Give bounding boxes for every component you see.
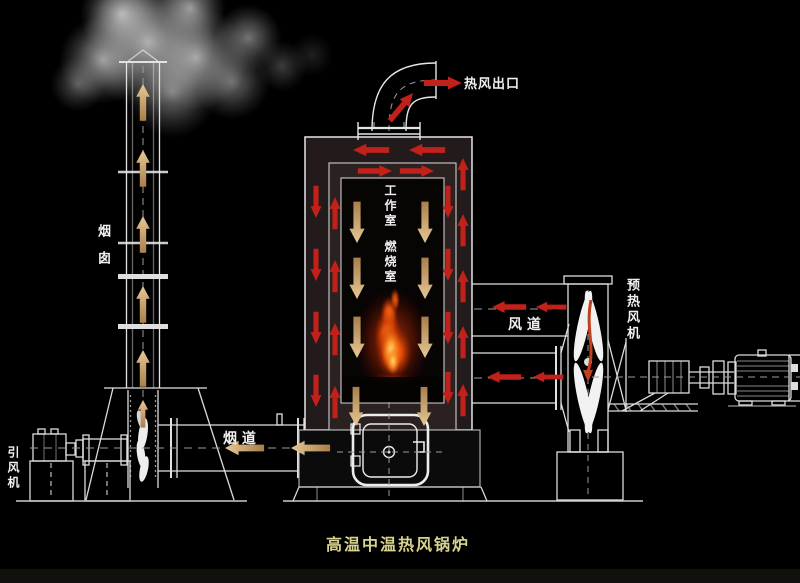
door-hinge: [350, 455, 361, 467]
smoke-cloud: [50, 0, 334, 138]
air-duct-label: 风 道: [508, 317, 541, 333]
diagram-title: 高温中温热风锅炉: [326, 535, 471, 554]
working-chamber-label: 工作室: [383, 184, 397, 229]
fan-drum: [82, 434, 128, 466]
induced-draft-fan-label: 引风机: [6, 446, 20, 491]
support-truss: [607, 338, 698, 412]
preheat-fan-blades: [573, 290, 604, 434]
combustion-chamber-label: 燃烧室: [383, 240, 397, 285]
induced-draft-fan-assembly: [29, 387, 235, 502]
furnace-door: [337, 402, 443, 498]
door-latch: [413, 441, 425, 453]
preheat-fan-assembly: [556, 275, 800, 501]
fan-flow-swoosh: [583, 299, 593, 382]
shaft-coupling: [65, 442, 76, 456]
preheat-fan-label: 预热风机: [624, 278, 639, 342]
preheat-fan-pedestal: [556, 451, 624, 501]
preheat-fan-motor: [727, 349, 800, 407]
hot-air-outlet-elbow: [357, 61, 437, 140]
furnace-base: [292, 486, 488, 502]
induced-fan-motor: [32, 428, 67, 462]
chimney-label: 烟囱: [95, 224, 110, 278]
photo-bottom-strip: [0, 569, 800, 583]
flue-duct-label: 烟 道: [223, 431, 256, 447]
hot-air-outlet-label: 热风出口: [464, 77, 521, 92]
